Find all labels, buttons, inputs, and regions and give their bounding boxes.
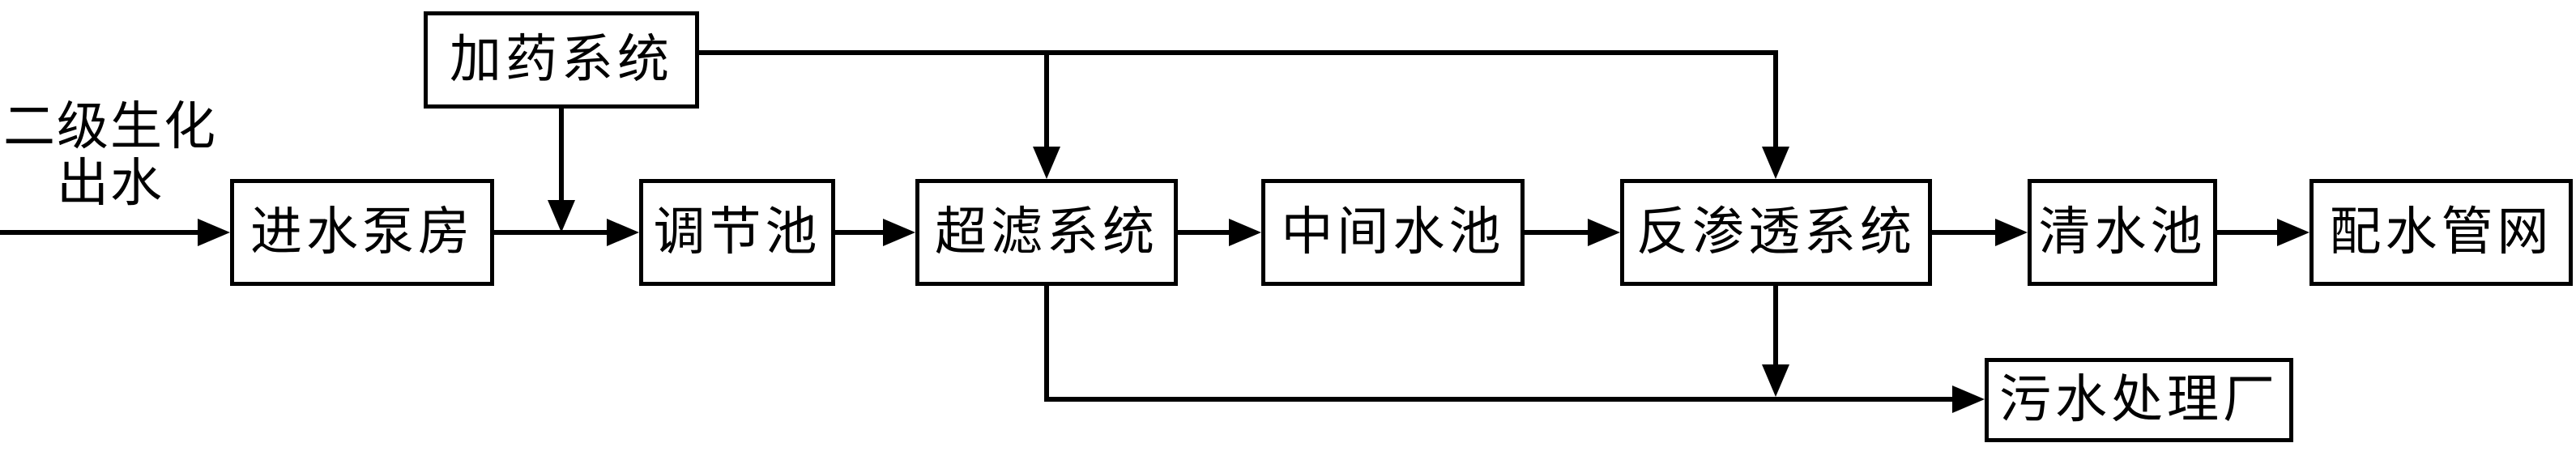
arrowhead-into-clear-water-icon: [1995, 219, 2028, 246]
arrowhead-dosing-into-reverse-osmosis-icon: [1762, 147, 1789, 179]
connector-dosing-to-main-line: [559, 109, 564, 202]
source-label: 二级生化 出水: [0, 99, 220, 212]
connector-drain-horizontal: [1044, 397, 1954, 402]
node-reverse-osmosis-system-label: 反渗透系统: [1636, 203, 1916, 261]
node-water-distribution-network-label: 配水管网: [2329, 203, 2553, 261]
connector-dosing-to-ultrafiltration: [1044, 50, 1049, 148]
source-label-line2: 出水: [57, 155, 164, 212]
node-ultrafiltration-system-label: 超滤系统: [935, 203, 1158, 261]
node-intake-pump-house: 进水泵房: [230, 179, 494, 286]
arrowhead-into-distribution-icon: [2277, 219, 2309, 246]
node-sewage-treatment-plant: 污水处理厂: [1985, 358, 2293, 442]
connector-dosing-to-reverse-osmosis: [1773, 50, 1778, 148]
node-dosing-system-label: 加药系统: [450, 31, 673, 88]
connector-dosing-top-line: [699, 50, 1778, 55]
connector-reverse-osmosis-to-clear-water: [1932, 230, 1997, 235]
connector-source-to-intake: [0, 230, 199, 235]
connector-clear-water-to-distribution: [2217, 230, 2279, 235]
node-intake-pump-house-label: 进水泵房: [250, 203, 474, 261]
node-regulating-tank: 调节池: [639, 179, 835, 286]
arrowhead-into-intake-icon: [198, 219, 230, 246]
connector-intermediate-to-reverse-osmosis: [1525, 230, 1589, 235]
source-label-line1: 二级生化: [3, 98, 217, 155]
arrowhead-into-ultrafiltration-icon: [883, 219, 915, 246]
arrowhead-into-sewage-plant-icon: [1952, 385, 1985, 413]
connector-reverse-osmosis-drain-vertical: [1773, 286, 1778, 366]
arrowhead-into-regulating-icon: [607, 219, 639, 246]
arrowhead-dosing-into-ultrafiltration-icon: [1033, 147, 1060, 179]
node-ultrafiltration-system: 超滤系统: [915, 179, 1178, 286]
node-water-distribution-network: 配水管网: [2309, 179, 2573, 286]
node-dosing-system: 加药系统: [424, 11, 699, 109]
connector-ultrafiltration-drain-vertical: [1044, 286, 1049, 402]
arrowhead-into-intermediate-icon: [1229, 219, 1261, 246]
connector-regulating-to-ultrafiltration: [835, 230, 885, 235]
node-intermediate-tank-label: 中间水池: [1281, 203, 1505, 261]
node-clear-water-tank-label: 清水池: [2038, 203, 2207, 261]
node-sewage-treatment-plant-label: 污水处理厂: [1999, 371, 2279, 428]
arrowhead-into-reverse-osmosis-icon: [1588, 219, 1620, 246]
node-regulating-tank-label: 调节池: [653, 203, 821, 261]
arrowhead-reverse-osmosis-into-drain-icon: [1762, 364, 1789, 397]
node-clear-water-tank: 清水池: [2028, 179, 2217, 286]
node-reverse-osmosis-system: 反渗透系统: [1620, 179, 1932, 286]
connector-ultrafiltration-to-intermediate: [1178, 230, 1230, 235]
node-intermediate-tank: 中间水池: [1261, 179, 1525, 286]
connector-intake-to-regulating: [494, 230, 608, 235]
arrowhead-dosing-into-main-line-icon: [548, 200, 575, 232]
